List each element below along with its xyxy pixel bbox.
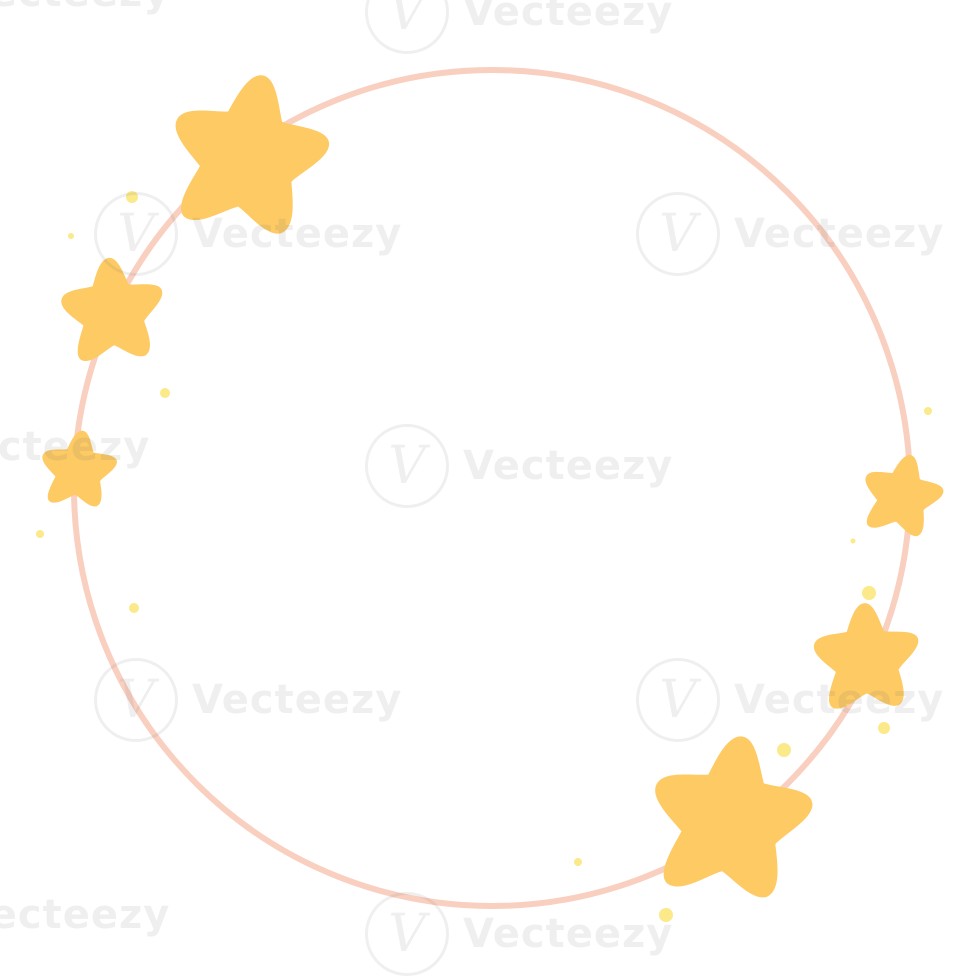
sparkle-dot [878,722,890,734]
star-icon [162,64,338,240]
star-icon [39,428,119,508]
sparkle-dot [68,233,74,239]
star-icon [857,448,949,540]
star-icon [57,252,169,365]
star-icon [645,728,819,902]
sparkle-dots [36,191,932,922]
sparkle-dot [777,743,791,757]
sparkle-dot [129,603,139,613]
sparkle-dot [36,530,44,538]
sparkle-dot [862,586,876,600]
star-icon [811,599,923,712]
sparkle-dot [659,908,673,922]
sparkle-dot [126,191,138,203]
sparkle-dot [574,858,582,866]
sparkle-dot [160,388,170,398]
sparkle-dot [850,538,856,544]
sparkle-dot [924,407,932,415]
